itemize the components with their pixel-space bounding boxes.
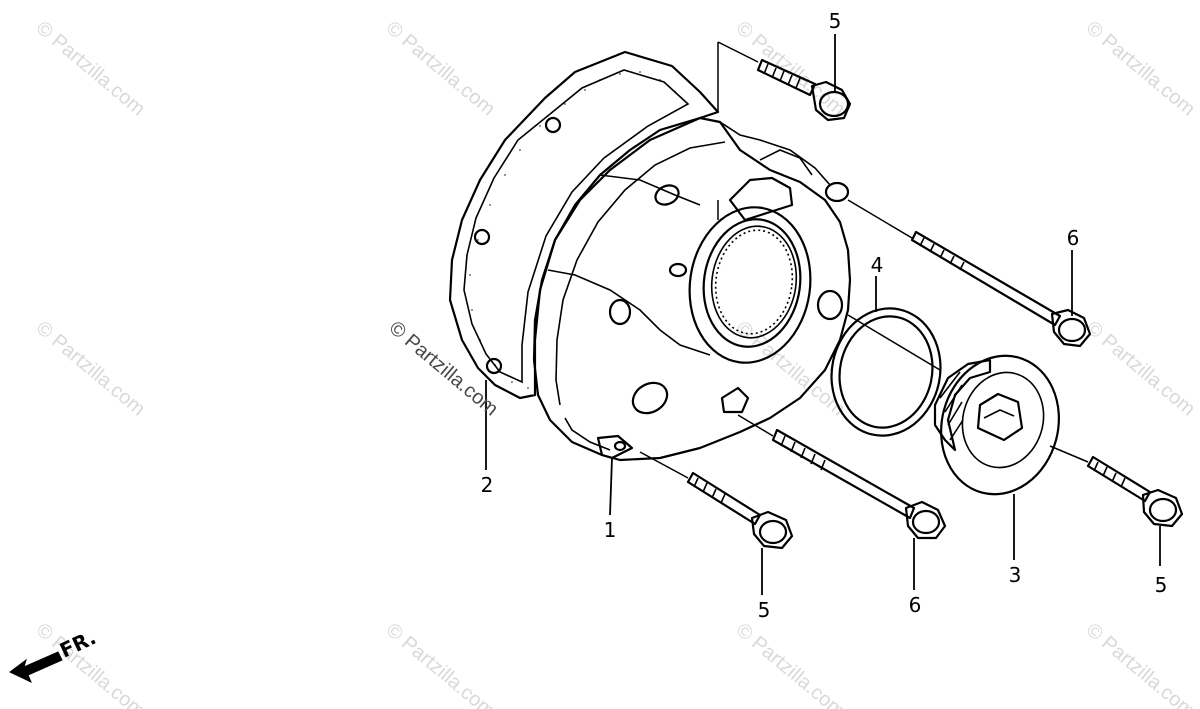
callout-labels: 5 6 4 2 1 3 5 6 5 xyxy=(481,9,1168,622)
front-label: FR. xyxy=(56,625,100,662)
bolt-bottom-left xyxy=(686,471,794,550)
watermark: © Partzilla.com xyxy=(382,619,499,709)
leader-lines xyxy=(485,34,1161,595)
long-bolt-upper xyxy=(910,230,1092,348)
callout-2: 2 xyxy=(481,473,494,497)
watermark: © Partzilla.com xyxy=(32,317,149,420)
center-watermark: © Partzilla.com xyxy=(385,317,502,420)
front-arrow-icon xyxy=(9,651,63,684)
cover xyxy=(532,116,852,462)
callout-6-upper: 6 xyxy=(1067,226,1080,250)
watermark: © Partzilla.com xyxy=(1082,17,1199,120)
watermark: © Partzilla.com xyxy=(732,619,849,709)
watermark: © Partzilla.com xyxy=(1082,317,1199,420)
callout-3: 3 xyxy=(1009,563,1022,587)
callout-5-top: 5 xyxy=(829,9,842,33)
gasket xyxy=(448,50,720,400)
callout-5-bottom-right: 5 xyxy=(1155,573,1168,597)
watermark: © Partzilla.com xyxy=(382,17,499,120)
watermark: © Partzilla.com xyxy=(1082,619,1199,709)
watermarks: © Partzilla.com © Partzilla.com © Partzi… xyxy=(32,17,1199,709)
callout-6-lower: 6 xyxy=(909,593,922,617)
long-bolt-lower xyxy=(771,428,947,540)
alignment-lines xyxy=(639,41,1089,479)
o-ring xyxy=(830,307,942,437)
callout-1: 1 xyxy=(604,518,617,542)
callout-5-bottom-left: 5 xyxy=(758,598,771,622)
bolt-top xyxy=(756,58,852,122)
callout-4: 4 xyxy=(871,253,884,277)
plug-cap xyxy=(933,354,1060,496)
watermark: © Partzilla.com xyxy=(32,17,149,120)
bolt-bottom-right xyxy=(1086,455,1184,528)
